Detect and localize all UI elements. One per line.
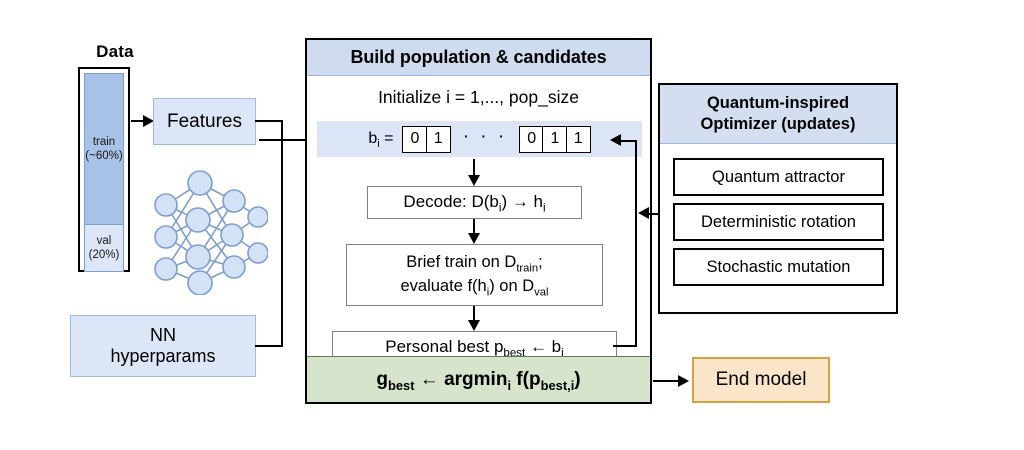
step-brief-train-line1: Brief train on Dtrain; bbox=[406, 253, 543, 275]
step-decode-label: Decode: D(bi) → hi bbox=[403, 192, 546, 215]
step-decode[interactable]: Decode: D(bi) → hi bbox=[367, 186, 582, 219]
connector-gbest-to-end-model bbox=[653, 380, 680, 383]
connector-pbest-loop-out bbox=[613, 345, 637, 348]
bit-cell: 1 bbox=[565, 125, 591, 153]
train-label: train bbox=[92, 135, 116, 148]
step-brief-train[interactable]: Brief train on Dtrain; evaluate f(hi) on… bbox=[346, 244, 603, 306]
nn-hyperparams-box[interactable]: NN hyperparams bbox=[70, 315, 256, 377]
connector-decode-to-train bbox=[473, 219, 476, 235]
arrow-train-to-pbest bbox=[468, 320, 480, 331]
end-model-label: End model bbox=[715, 369, 807, 390]
neural-network-illustration bbox=[154, 170, 268, 295]
connector-bus-to-bi bbox=[259, 139, 307, 142]
data-split-container: train (~60%) val (20%) bbox=[78, 67, 130, 272]
optimizer-header-line1: Quantum-inspired bbox=[706, 94, 850, 113]
connector-bits-to-decode bbox=[473, 159, 476, 177]
arrow-gbest-to-end-model bbox=[678, 374, 689, 387]
gbest-formula: gbest ← argmini f(pbest,i) bbox=[376, 368, 581, 393]
initialize-line: Initialize i = 1,..., pop_size bbox=[378, 87, 579, 107]
features-box[interactable]: Features bbox=[153, 98, 256, 145]
connector-features-out bbox=[255, 120, 283, 123]
bitstring-label: bi = bbox=[368, 130, 394, 151]
connector-pbest-loop-vertical bbox=[635, 142, 638, 347]
val-label: val bbox=[96, 234, 112, 247]
connector-data-to-features bbox=[131, 120, 145, 123]
optimizer-item-deterministic-rotation[interactable]: Deterministic rotation bbox=[673, 203, 884, 241]
bit-cell: 1 bbox=[425, 125, 451, 153]
features-label: Features bbox=[167, 110, 242, 132]
arrow-decode-to-train bbox=[468, 233, 480, 244]
nn-hyperparams-line2: hyperparams bbox=[110, 346, 216, 366]
gbest-result-bar: gbest ← argmini f(pbest,i) bbox=[307, 356, 650, 402]
bit-cell: 0 bbox=[519, 125, 545, 153]
val-percent: (20%) bbox=[88, 249, 120, 261]
build-population-panel: Build population & candidates Initialize… bbox=[305, 38, 652, 404]
nn-hyperparams-line1: NN bbox=[150, 325, 176, 346]
data-train-segment: train (~60%) bbox=[84, 73, 124, 225]
optimizer-item-quantum-attractor[interactable]: Quantum attractor bbox=[673, 158, 884, 196]
step-personal-best-label: Personal best pbest ← bi bbox=[385, 337, 564, 360]
train-percent: (~60%) bbox=[85, 150, 123, 162]
bit-cell: 1 bbox=[542, 125, 568, 153]
bit-group-right: 0 1 1 bbox=[519, 125, 591, 153]
optimizer-item-stochastic-mutation[interactable]: Stochastic mutation bbox=[673, 248, 884, 286]
arrow-bits-to-decode bbox=[468, 175, 480, 186]
arrow-loop-into-bits bbox=[610, 134, 621, 146]
end-model-box[interactable]: End model bbox=[692, 357, 830, 403]
step-brief-train-line2: evaluate f(hi) on Dval bbox=[400, 277, 549, 299]
bit-cell: 0 bbox=[402, 125, 428, 153]
arrow-optimizer-to-flow bbox=[638, 207, 649, 219]
quantum-optimizer-panel: Quantum-inspired Optimizer (updates) Qua… bbox=[658, 83, 898, 314]
bitstring-row[interactable]: bi = 0 1 · · · 0 1 1 bbox=[317, 121, 642, 157]
optimizer-header-line2: Optimizer (updates) bbox=[700, 115, 856, 133]
connector-hyperparams-out bbox=[255, 345, 283, 348]
data-val-segment: val (20%) bbox=[84, 225, 124, 272]
bit-group-left: 0 1 bbox=[402, 125, 451, 153]
data-title: Data bbox=[96, 42, 134, 61]
build-population-header: Build population & candidates bbox=[307, 40, 650, 76]
quantum-optimizer-header: Quantum-inspired Optimizer (updates) bbox=[660, 85, 896, 144]
bitstring-ellipsis: · · · bbox=[462, 125, 508, 147]
arrow-data-to-features bbox=[143, 114, 154, 127]
connector-train-to-pbest bbox=[473, 306, 476, 322]
connector-left-bus-vertical bbox=[281, 120, 284, 347]
connector-pbest-loop-in bbox=[620, 140, 637, 143]
